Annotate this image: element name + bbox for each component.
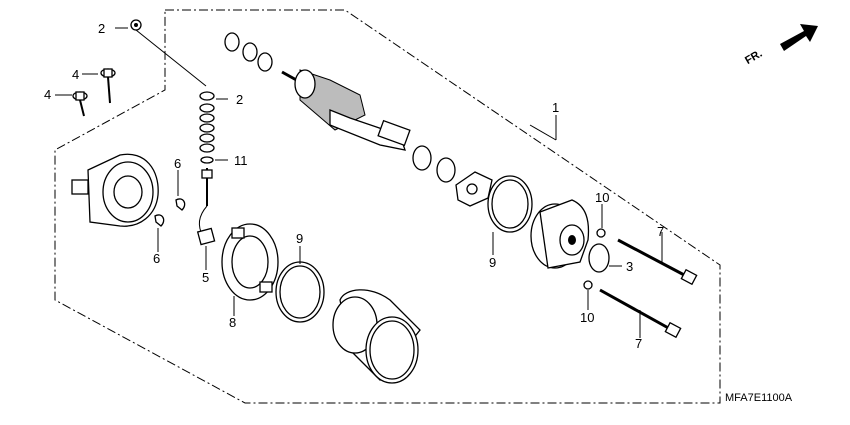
thrust-washers-shaft (412, 145, 456, 183)
spring-clip-part-6-lower (154, 214, 165, 227)
rear-cover (71, 153, 159, 227)
callout-1: 1 (552, 100, 559, 115)
long-bolt-part-7-lower (599, 288, 682, 339)
terminal-stack (199, 91, 215, 206)
long-bolt-part-7-upper (617, 238, 698, 286)
o-ring-part-9-right (487, 175, 533, 233)
callout-5: 5 (202, 270, 209, 285)
callout-6-lower: 6 (153, 251, 160, 266)
armature-part-1 (281, 69, 411, 151)
thrust-washers-top (224, 32, 273, 72)
drawing-code: MFA7E1100A (725, 392, 793, 404)
callout-4-lower: 4 (44, 87, 51, 102)
brush-holder-part-8 (221, 223, 279, 301)
front-direction-arrow: FR. (743, 24, 818, 67)
brush-terminal-part-5 (196, 205, 216, 246)
callout-7-upper: 7 (657, 224, 664, 239)
bolt-part-4-right (100, 68, 116, 104)
assembly-boundary (54, 9, 721, 404)
o-ring-part-3 (588, 243, 610, 273)
callout-11: 11 (234, 153, 248, 168)
motor-yoke (332, 289, 421, 384)
callout-9-left: 9 (296, 231, 303, 246)
spring-clip-part-6-upper (175, 198, 186, 211)
callout-7-lower: 7 (635, 336, 642, 351)
lock-plate (455, 171, 493, 207)
callout-10-lower: 10 (580, 310, 594, 325)
callout-2-top: 2 (98, 21, 105, 36)
seal-part-10-upper (596, 228, 606, 238)
callout-6-upper: 6 (174, 156, 181, 171)
front-cover (530, 199, 590, 269)
arrow-icon (780, 24, 818, 51)
front-direction-label: FR. (743, 48, 764, 67)
seal-part-10-lower (583, 280, 593, 290)
nut-part-2-top (130, 19, 142, 31)
callout-10-upper: 10 (595, 190, 609, 205)
callout-3: 3 (626, 259, 633, 274)
callout-2-stack: 2 (236, 92, 243, 107)
callout-9-right: 9 (489, 255, 496, 270)
callout-4-upper: 4 (72, 67, 79, 82)
callout-8: 8 (229, 315, 236, 330)
bolt-part-4-left (72, 91, 88, 117)
o-ring-part-9-left (275, 261, 325, 323)
